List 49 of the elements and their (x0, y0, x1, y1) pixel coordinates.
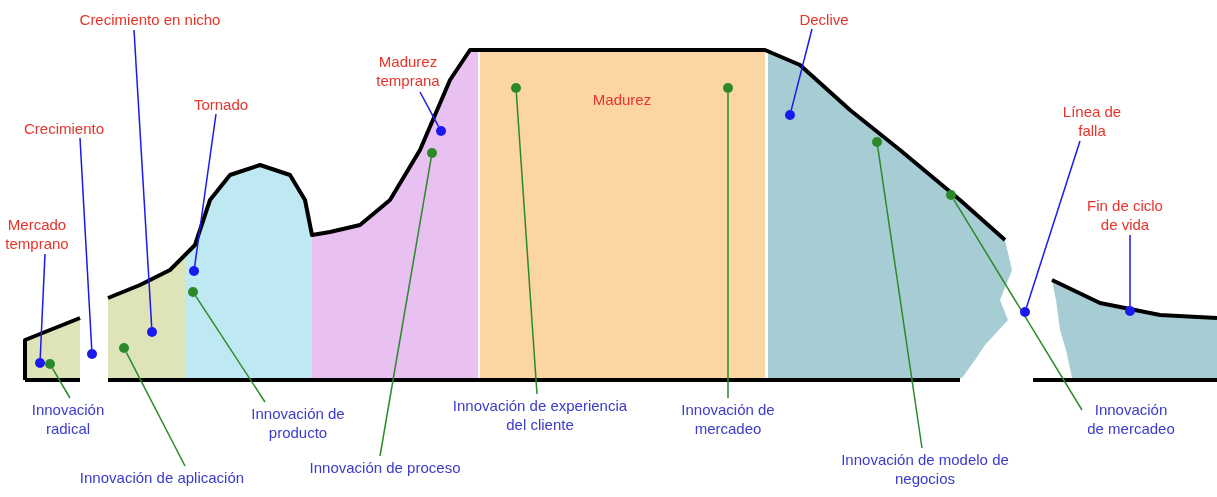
leader-line (515, 92, 538, 395)
leader-line (79, 137, 93, 350)
leader-line (1025, 140, 1081, 308)
marker-dot (189, 266, 199, 276)
stage-label: Madurez (591, 90, 653, 109)
marker-dot (946, 190, 956, 200)
leader-line (51, 367, 71, 399)
innovation-label: Innovación de proceso (285, 458, 485, 477)
marker-dot (872, 137, 882, 147)
innovation-label: Innovación de mercadeo (668, 400, 788, 438)
marker-dot (87, 349, 97, 359)
leader-line (39, 253, 46, 359)
innovation-label: Innovación de producto (243, 404, 353, 442)
innovation-label: Innovación radical (13, 400, 123, 438)
leader-line (727, 92, 729, 399)
marker-dot (1125, 306, 1135, 316)
marker-dot (119, 343, 129, 353)
stage-label: Línea de falla (1047, 102, 1137, 140)
marker-dot (147, 327, 157, 337)
marker-dot (436, 126, 446, 136)
innovation-label: Innovación de modelo de negocios (835, 450, 1015, 488)
stage-label: Crecimiento en nicho (50, 10, 250, 29)
marker-dot (427, 148, 437, 158)
leader-line (790, 28, 813, 111)
innovation-label: Innovación de mercadeo (1086, 400, 1176, 438)
stage-label: Declive (779, 10, 869, 29)
leader-line (195, 295, 266, 403)
leader-line (193, 113, 217, 267)
marker-dot (1020, 307, 1030, 317)
leader-line (877, 146, 923, 449)
marker-dot (35, 358, 45, 368)
stage-label: Crecimiento (9, 119, 119, 138)
leader-line (125, 351, 186, 467)
marker-dot (511, 83, 521, 93)
marker-dot (45, 359, 55, 369)
leader-line (952, 198, 1083, 411)
innovation-label: Innovación de aplicación (52, 468, 272, 487)
leader-line (1129, 234, 1131, 307)
leader-line (379, 157, 432, 457)
leader-line (133, 29, 153, 328)
leader-line (419, 91, 440, 128)
stage-label: Tornado (171, 95, 271, 114)
innovation-label: Innovación de experiencia del cliente (445, 396, 635, 434)
marker-dot (723, 83, 733, 93)
stage-label: Fin de ciclo de vida (1079, 196, 1171, 234)
stage-label: Madurez temprana (358, 52, 458, 90)
marker-dot (188, 287, 198, 297)
stage-label: Mercado temprano (0, 215, 75, 253)
marker-dot (785, 110, 795, 120)
